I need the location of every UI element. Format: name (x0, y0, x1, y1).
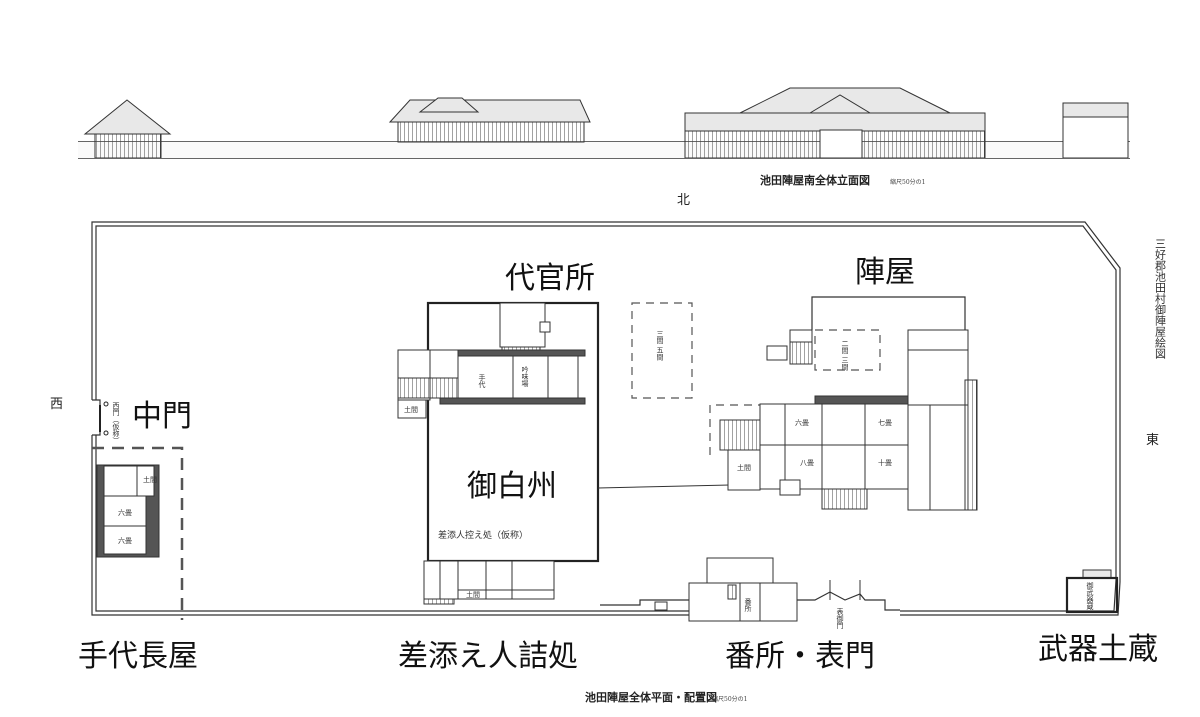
west-label: 西 (50, 397, 63, 412)
buki-dozo-plan: 御武器蔵 (1065, 569, 1119, 614)
elevation-buki-dozo (1062, 102, 1129, 159)
tedai-nagaya-plan: 土間 六畳 六畳 (92, 446, 184, 620)
north-label: 北 (677, 193, 690, 208)
kome-koya-outline: 三間 五間 (631, 302, 760, 455)
bansho-plan: 番所 表御門 (600, 557, 900, 630)
hachijo-label: 八畳 (800, 459, 814, 467)
elevation-daikansho (388, 97, 591, 143)
side-title: 三好郡池田村御陣屋絵図 (1154, 238, 1167, 359)
nikan-label: 二間 三間 (841, 340, 849, 371)
east-label: 東 (1146, 432, 1159, 448)
tedai-rokujo-label: 六畳 (118, 508, 132, 517)
oshirasu-title: 御白州 (467, 469, 557, 504)
daikansho-title: 代官所 (505, 261, 595, 296)
jinya-doma-label: 土間 (737, 463, 751, 472)
buki-dozo-title: 武器土蔵 (1038, 632, 1158, 667)
daikansho-doma-label: 土間 (404, 405, 418, 414)
bukigura-label: 御武器蔵 (1086, 581, 1094, 611)
perimeter-wall (91, 221, 1121, 616)
connecting-wall (597, 484, 731, 489)
tedai-doma-label: 土間 (143, 475, 157, 484)
elevation-scale: 縮尺50分の1 (890, 178, 925, 186)
elevation-jinya (684, 87, 986, 159)
bansho-omotemon-title: 番所・表門 (725, 639, 875, 674)
tedai-nagaya-title: 手代長屋 (78, 639, 198, 674)
ginmiba-label: 吟味場 (521, 365, 529, 388)
jinya-plan: 二間 三間 六畳 八畳 七畳 十畳 土間 (719, 296, 978, 511)
nishimon-label: 西門（仮称） (112, 402, 120, 444)
sashisoenin-doma-label: 土間 (466, 590, 480, 599)
jinya-title: 陣屋 (855, 255, 915, 290)
plan-title: 池田陣屋全体平面・配置図 (585, 690, 717, 704)
nanajo-label: 七畳 (878, 418, 892, 427)
nakamon-title: 中門 (132, 399, 192, 434)
hikaedokoro-label: 差添人控え処（仮称） (438, 529, 528, 541)
omotemon-label: 表御門 (836, 607, 844, 630)
sashisoenin-title: 差添え人詰処 (398, 639, 578, 674)
daikansho-plan: 土間 手代 吟味場 差添人控え処（仮称） 土間 (397, 301, 600, 605)
tedai-label: 手代 (478, 373, 486, 389)
elevation-title: 池田陣屋南全体立面図 (760, 173, 870, 187)
elevation-tedai-nagaya (83, 99, 172, 159)
nishimon-gate: 西門（仮称） (99, 401, 120, 444)
tedai-rokujo2-label: 六畳 (118, 536, 132, 545)
kome-koya-label: 三間 五間 (656, 330, 664, 361)
plan-scale: 縮尺50分の1 (712, 695, 747, 703)
south-elevation: 池田陣屋南全体立面図 縮尺50分の1 (78, 87, 1130, 187)
jinya-rokujo-label: 六畳 (795, 418, 809, 427)
bansho-label: 番所 (744, 598, 752, 613)
jujo-label: 十畳 (878, 458, 892, 467)
